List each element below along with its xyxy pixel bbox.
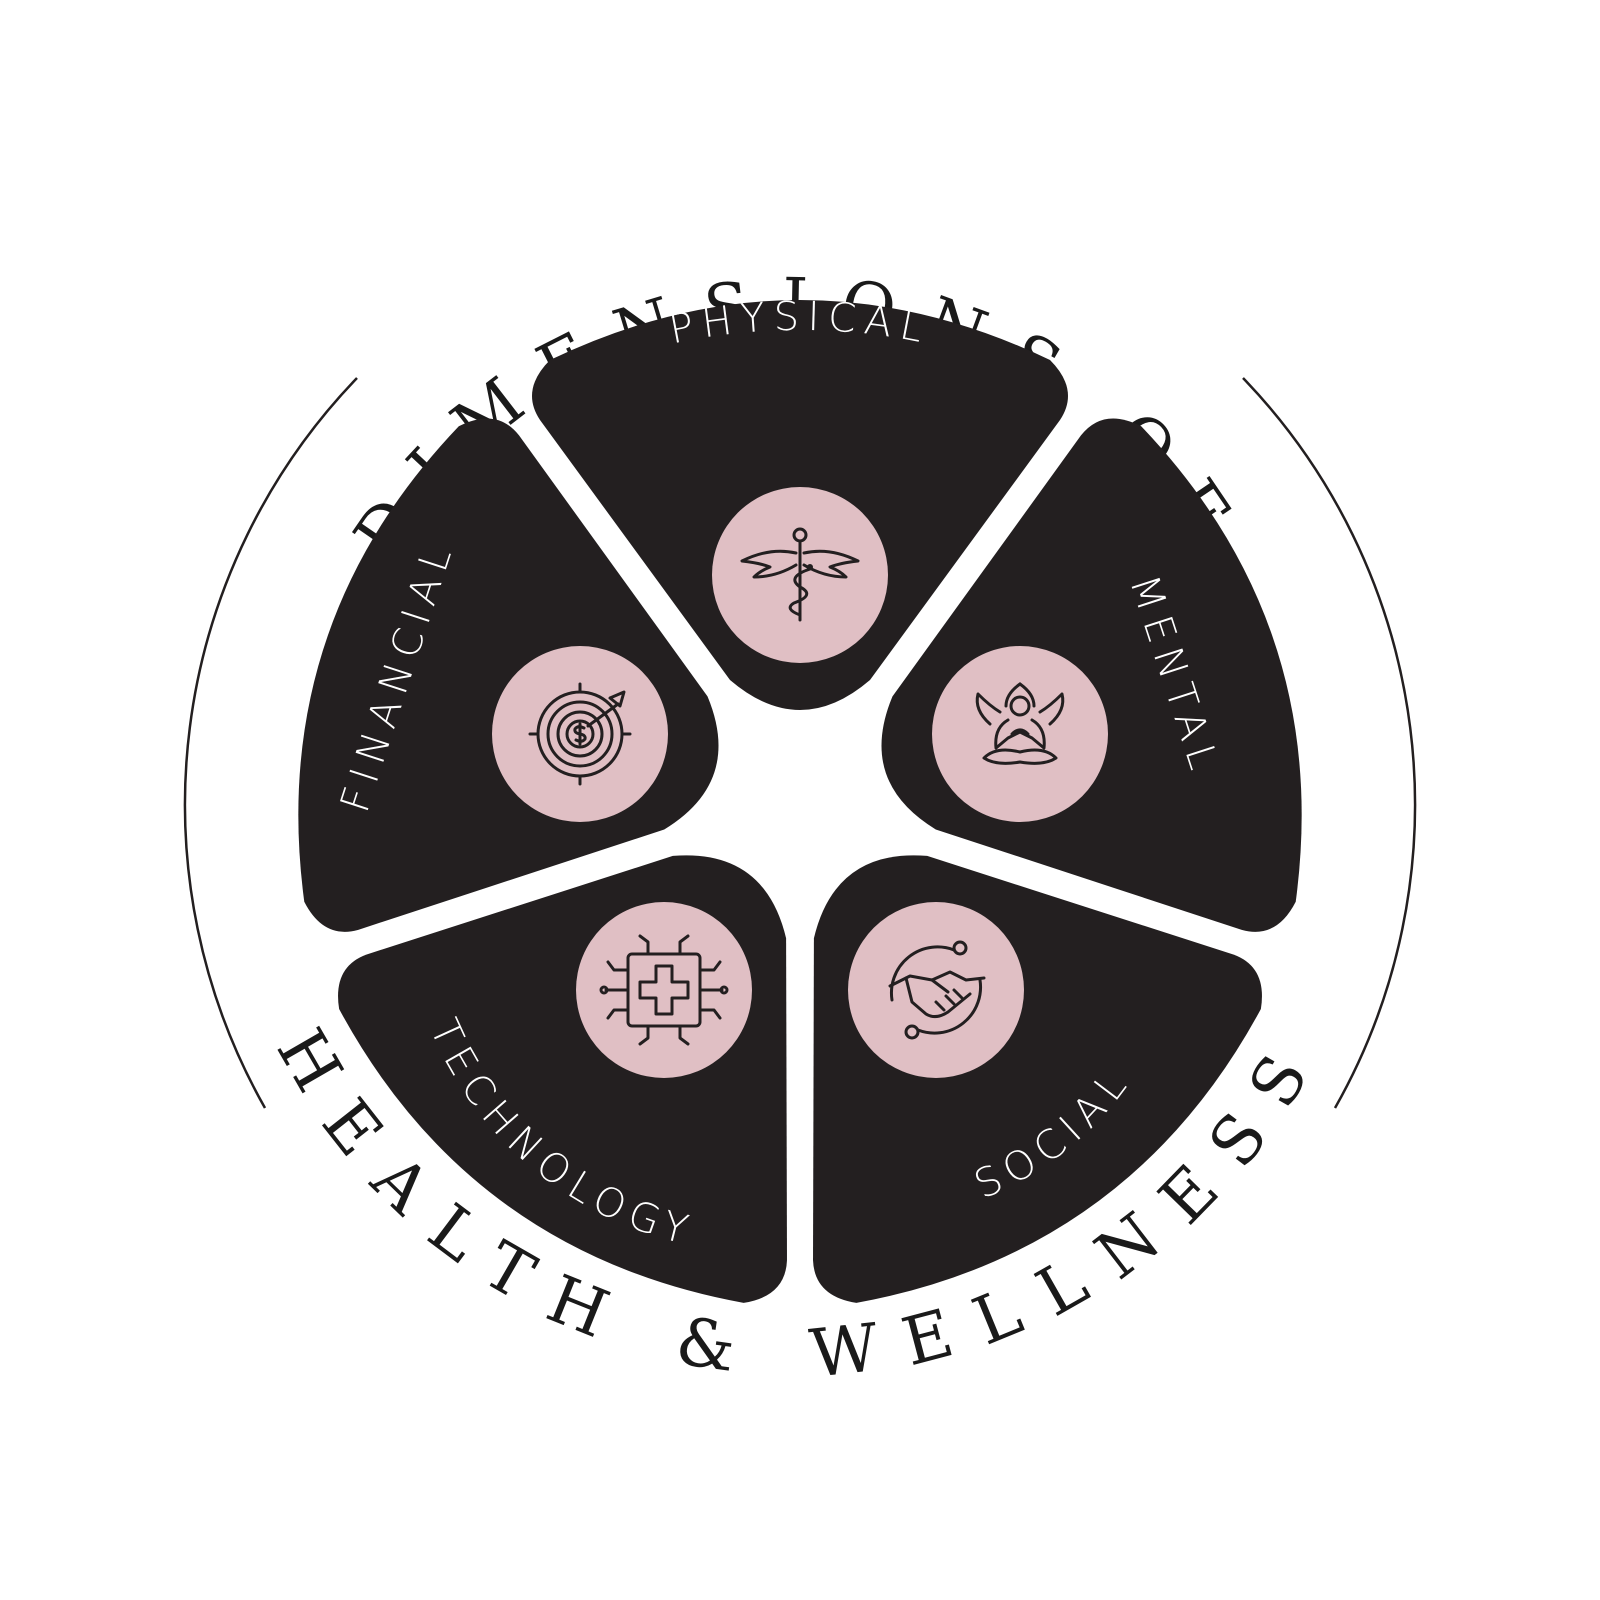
outer-ring-right-arc bbox=[1242, 377, 1417, 1109]
outer-ring-left-arc bbox=[183, 377, 358, 1109]
health-tech-circuit-icon bbox=[599, 934, 729, 1046]
badge-technology bbox=[576, 902, 752, 1078]
badge-mental bbox=[932, 646, 1108, 822]
meditation-icon bbox=[975, 682, 1065, 765]
badge-social bbox=[848, 902, 1024, 1078]
handshake-icon bbox=[888, 940, 986, 1040]
caduceus-icon bbox=[740, 527, 860, 622]
outer-ring bbox=[183, 377, 1417, 1109]
dollar-target-icon bbox=[528, 682, 632, 786]
